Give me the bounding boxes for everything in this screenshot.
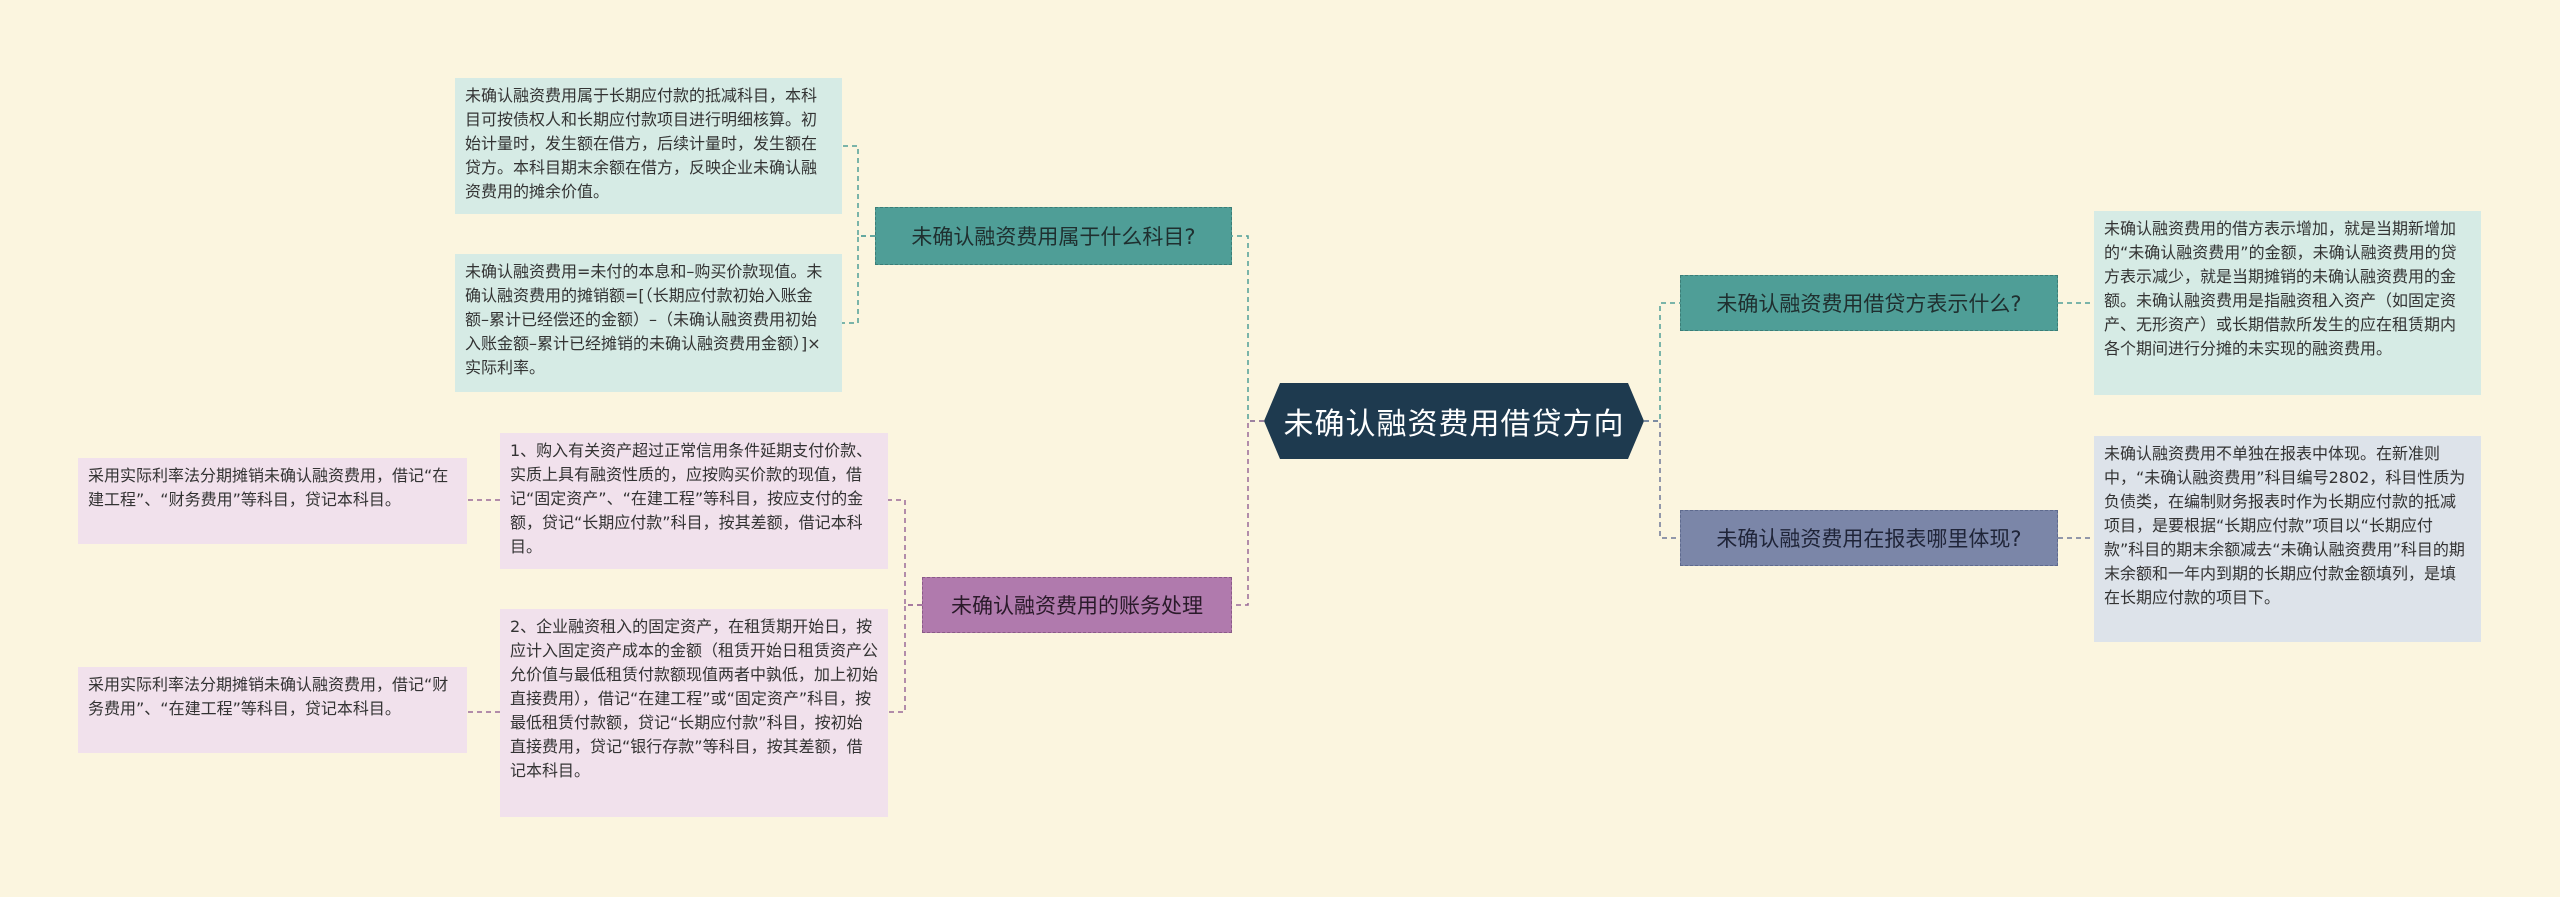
- leaf-accounting-2[interactable]: 2、企业融资租入的固定资产，在租赁期开始日，按应计入固定资产成本的金额（租赁开始…: [500, 609, 888, 817]
- connector-central-debit: [1644, 302, 1680, 422]
- connector-subject-leaf1: [842, 145, 875, 237]
- leaf-subject-1-text: 未确认融资费用属于长期应付款的抵减科目，本科目可按债权人和长期应付款项目进行明细…: [465, 86, 818, 201]
- connector-central-accounting: [1232, 420, 1264, 606]
- branch-subject[interactable]: 未确认融资费用属于什么科目?: [875, 207, 1232, 265]
- branch-statement[interactable]: 未确认融资费用在报表哪里体现?: [1680, 510, 2058, 566]
- leaf-accounting-1-sub[interactable]: 采用实际利率法分期摊销未确认融资费用，借记“在建工程”、“财务费用”等科目，贷记…: [78, 458, 467, 544]
- leaf-subject-1[interactable]: 未确认融资费用属于长期应付款的抵减科目，本科目可按债权人和长期应付款项目进行明细…: [455, 78, 842, 214]
- branch-debit-credit[interactable]: 未确认融资费用借贷方表示什么?: [1680, 275, 2058, 331]
- leaf-accounting-1-text: 1、购入有关资产超过正常信用条件延期支付价款、实质上具有融资性质的，应按购买价款…: [510, 441, 873, 556]
- leaf-debit-credit-text: 未确认融资费用的借方表示增加，就是当期新增加的“未确认融资费用”的金额，未确认融…: [2104, 219, 2457, 358]
- connector-accounting-leaf1: [888, 499, 922, 606]
- central-topic[interactable]: 未确认融资费用借贷方向: [1264, 383, 1644, 459]
- branch-accounting-label: 未确认融资费用的账务处理: [951, 594, 1203, 618]
- central-topic-label: 未确认融资费用借贷方向: [1283, 407, 1625, 442]
- branch-debit-credit-label: 未确认融资费用借贷方表示什么?: [1716, 292, 2022, 316]
- branch-subject-label: 未确认融资费用属于什么科目?: [911, 225, 1196, 249]
- leaf-debit-credit[interactable]: 未确认融资费用的借方表示增加，就是当期新增加的“未确认融资费用”的金额，未确认融…: [2094, 211, 2481, 395]
- leaf-accounting-2-sub-text: 采用实际利率法分期摊销未确认融资费用，借记“财务费用”、“在建工程”等科目，贷记…: [88, 675, 449, 718]
- leaf-accounting-1[interactable]: 1、购入有关资产超过正常信用条件延期支付价款、实质上具有融资性质的，应按购买价款…: [500, 433, 888, 569]
- leaf-accounting-1-sub-text: 采用实际利率法分期摊销未确认融资费用，借记“在建工程”、“财务费用”等科目，贷记…: [88, 466, 449, 509]
- connector-central-subject: [1232, 235, 1264, 422]
- leaf-accounting-2-sub[interactable]: 采用实际利率法分期摊销未确认融资费用，借记“财务费用”、“在建工程”等科目，贷记…: [78, 667, 467, 753]
- connector-accounting-leaf2: [888, 604, 922, 713]
- leaf-subject-2-text: 未确认融资费用=未付的本息和–购买价款现值。未确认融资费用的摊销额=[（长期应付…: [465, 262, 823, 377]
- leaf-statement-text: 未确认融资费用不单独在报表中体现。在新准则中，“未确认融资费用”科目编号2802…: [2104, 444, 2466, 607]
- leaf-accounting-2-text: 2、企业融资租入的固定资产，在租赁期开始日，按应计入固定资产成本的金额（租赁开始…: [510, 617, 879, 780]
- connector-central-statement: [1644, 420, 1680, 539]
- branch-accounting[interactable]: 未确认融资费用的账务处理: [922, 577, 1232, 633]
- connector-subject-leaf2: [842, 235, 875, 324]
- leaf-subject-2[interactable]: 未确认融资费用=未付的本息和–购买价款现值。未确认融资费用的摊销额=[（长期应付…: [455, 254, 842, 392]
- leaf-statement[interactable]: 未确认融资费用不单独在报表中体现。在新准则中，“未确认融资费用”科目编号2802…: [2094, 436, 2481, 642]
- branch-statement-label: 未确认融资费用在报表哪里体现?: [1716, 527, 2022, 551]
